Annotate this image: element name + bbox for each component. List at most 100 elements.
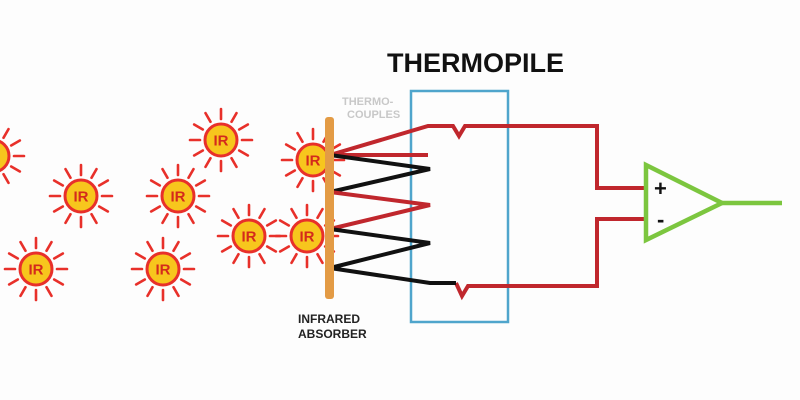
ir-ray — [194, 205, 207, 213]
amp-plus-sign: + — [654, 176, 667, 201]
ir-label: IR — [74, 189, 89, 206]
ir-badge: IR — [3, 236, 69, 302]
ir-ray — [90, 167, 98, 180]
ir-ray — [220, 219, 233, 227]
infrared-absorber-bar — [325, 117, 334, 299]
ir-ray — [45, 285, 53, 298]
ir-badge: IR — [130, 236, 196, 302]
ir-ray — [52, 278, 65, 286]
ir-ray — [9, 139, 22, 147]
ir-ray — [64, 167, 72, 180]
ir-badge: IR — [188, 107, 254, 173]
ir-circle — [145, 251, 181, 287]
ir-label: IR — [29, 262, 44, 279]
ir-badge: IR — [280, 127, 346, 193]
ir-label: IR — [156, 262, 171, 279]
ir-ray — [290, 207, 298, 220]
ir-label: IR — [0, 149, 1, 166]
ir-ray — [7, 278, 20, 286]
ir-ray — [161, 212, 169, 225]
ir-ray — [146, 285, 154, 298]
ir-ray — [284, 169, 297, 177]
ir-ray — [204, 156, 212, 169]
ir-ray — [237, 149, 250, 157]
ir-ray — [192, 149, 205, 157]
ir-ray — [187, 167, 195, 180]
ir-ray — [45, 240, 53, 253]
label-absorber-line1: INFRARED — [298, 312, 360, 326]
ir-ray — [7, 252, 20, 260]
ir-ray — [9, 165, 22, 173]
ir-label: IR — [300, 229, 315, 246]
ir-ray — [179, 278, 192, 286]
ir-ray — [316, 252, 324, 265]
thermopile-box — [409, 89, 510, 324]
ir-ray — [258, 252, 266, 265]
thermocouple-black-2 — [329, 227, 431, 270]
ir-ray — [52, 252, 65, 260]
ir-ray — [278, 245, 291, 253]
ir-label: IR — [306, 153, 321, 170]
ir-ray — [237, 123, 250, 131]
ir-ray — [149, 179, 162, 187]
ir-ray — [258, 207, 266, 220]
ir-ray — [2, 127, 10, 140]
ir-ray — [52, 179, 65, 187]
ir-ray — [230, 111, 238, 124]
label-thermocouples-line1: THERMO- — [342, 96, 394, 108]
ir-ray — [296, 131, 304, 144]
ir-ray — [64, 212, 72, 225]
ir-ray — [146, 240, 154, 253]
ir-circle — [289, 218, 325, 254]
ir-ray — [284, 143, 297, 151]
label-absorber-line2: ABSORBER — [298, 327, 367, 341]
ir-badge: IR — [145, 163, 211, 229]
red-lead-bottom — [454, 217, 646, 301]
ir-ray — [19, 240, 27, 253]
ir-ray — [232, 207, 240, 220]
ir-ray — [290, 252, 298, 265]
ir-label: IR — [214, 133, 229, 150]
ir-ray — [2, 172, 10, 185]
ir-ray — [134, 252, 147, 260]
ir-ray — [265, 245, 278, 253]
red-lead-top — [329, 124, 646, 190]
thermocouple-black-3 — [329, 266, 456, 285]
ir-ray — [230, 156, 238, 169]
ir-ray — [296, 176, 304, 189]
ir-circle — [18, 251, 54, 287]
ir-ray — [19, 285, 27, 298]
ir-ray — [187, 212, 195, 225]
ir-ray — [161, 167, 169, 180]
thermocouple-red-2 — [329, 190, 431, 231]
ir-circle — [231, 218, 267, 254]
ir-label: IR — [242, 229, 257, 246]
ir-ray — [220, 245, 233, 253]
ir-ray — [149, 205, 162, 213]
ir-ray — [97, 205, 110, 213]
ir-ray — [192, 123, 205, 131]
ir-circle — [63, 178, 99, 214]
title-thermopile: THERMOPILE — [387, 48, 564, 78]
ir-ray — [52, 205, 65, 213]
thermocouple-junctions — [329, 153, 456, 285]
ir-ray — [232, 252, 240, 265]
ir-ray — [265, 219, 278, 227]
ir-ray — [97, 179, 110, 187]
ir-circle — [0, 139, 11, 173]
ir-circle — [160, 178, 196, 214]
label-thermocouples-line2: COUPLES — [347, 109, 400, 121]
ir-ray — [172, 240, 180, 253]
ir-circle — [203, 122, 239, 158]
ir-ray — [194, 179, 207, 187]
ir-radiation-group: IR IR IR IR IR IR IR IR IR — [0, 107, 346, 302]
ir-ray — [134, 278, 147, 286]
amplifier-triangle — [643, 161, 728, 244]
ir-badge: IR — [48, 163, 114, 229]
ir-ray — [278, 219, 291, 227]
amp-minus-sign: - — [657, 207, 664, 232]
ir-badge: IR — [0, 127, 26, 185]
ir-badge: IR — [216, 203, 282, 269]
ir-label: IR — [171, 189, 186, 206]
